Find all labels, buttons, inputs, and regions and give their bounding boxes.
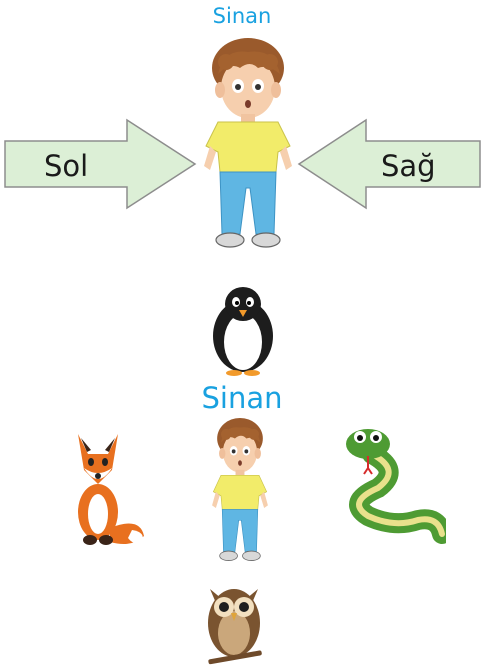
right-arrow-icon [297, 118, 481, 210]
boy-figure-icon [212, 418, 268, 561]
left-arrow-icon [4, 118, 197, 210]
snake-icon [346, 429, 446, 544]
owl-icon [208, 589, 262, 665]
boy-figure-icon [204, 38, 292, 248]
penguin-icon [213, 287, 273, 376]
right-arrow-label: Sağ [381, 149, 436, 183]
left-arrow-label: Sol [44, 149, 89, 183]
name-label-bottom: Sinan [201, 381, 283, 415]
fox-icon [78, 434, 144, 545]
name-label-top: Sinan [212, 4, 272, 28]
